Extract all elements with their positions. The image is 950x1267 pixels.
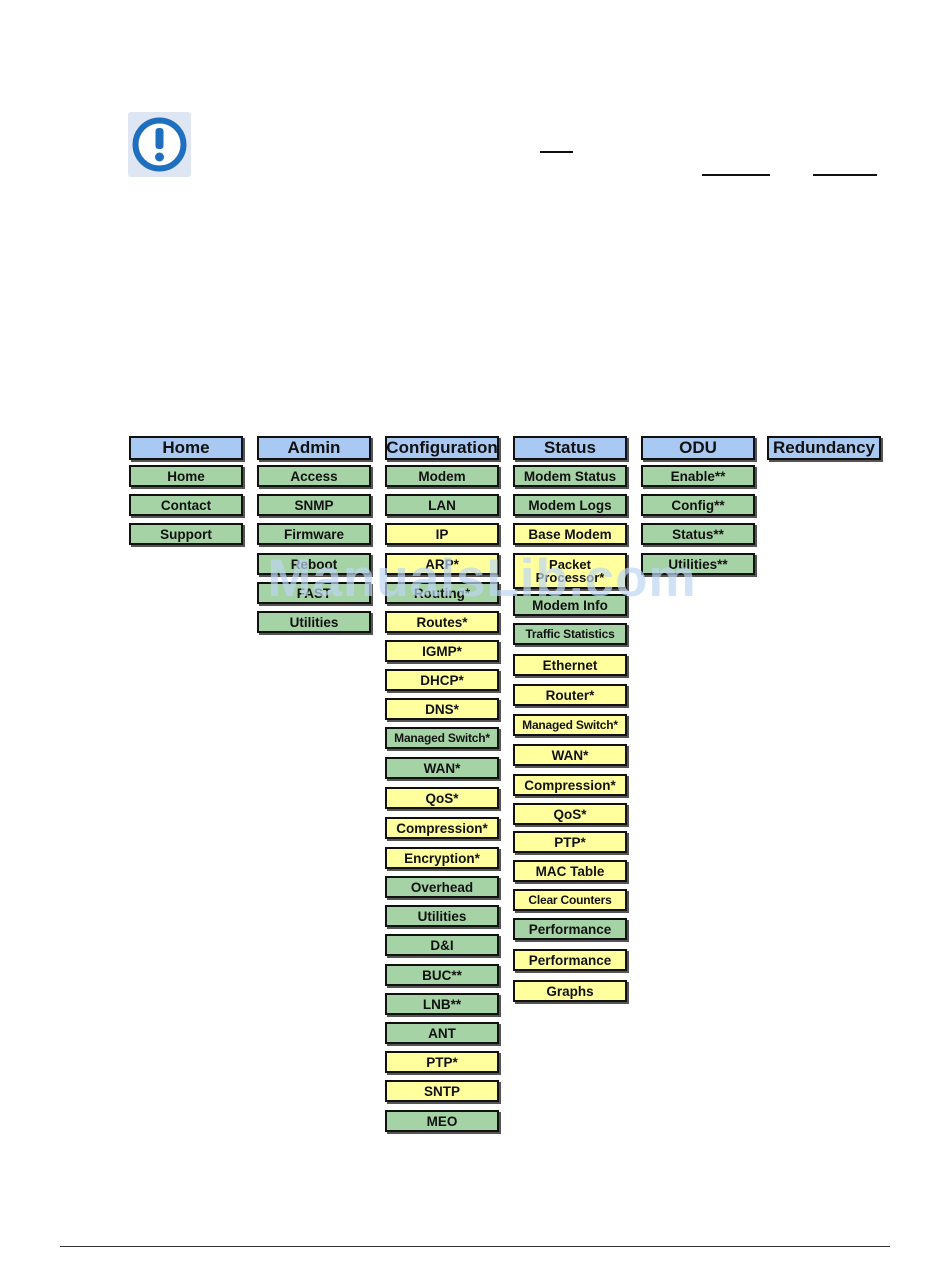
menu-item-status-wan[interactable]: WAN* <box>513 744 627 766</box>
menu-item-configuration-lan[interactable]: LAN <box>385 494 499 516</box>
menu-item-status-clear-counters[interactable]: Clear Counters <box>513 889 627 911</box>
menu-item-odu-status[interactable]: Status** <box>641 523 755 545</box>
menu-item-configuration-routing[interactable]: Routing* <box>385 582 499 604</box>
menu-item-status-ptp[interactable]: PTP* <box>513 831 627 853</box>
menu-item-configuration-modem[interactable]: Modem <box>385 465 499 487</box>
menu-item-configuration-dns[interactable]: DNS* <box>385 698 499 720</box>
menu-item-home-home[interactable]: Home <box>129 465 243 487</box>
menu-header-redundancy[interactable]: Redundancy <box>767 436 881 460</box>
menu-item-admin-fast[interactable]: FAST <box>257 582 371 604</box>
menu-item-configuration-managed-switch[interactable]: Managed Switch* <box>385 727 499 749</box>
menu-item-configuration-compression[interactable]: Compression* <box>385 817 499 839</box>
menu-item-odu-config[interactable]: Config** <box>641 494 755 516</box>
menu-item-configuration-routes[interactable]: Routes* <box>385 611 499 633</box>
menu-item-status-modem-status[interactable]: Modem Status <box>513 465 627 487</box>
menu-item-configuration-arp[interactable]: ARP* <box>385 553 499 575</box>
menu-item-odu-utilities[interactable]: Utilities** <box>641 553 755 575</box>
menu-item-admin-firmware[interactable]: Firmware <box>257 523 371 545</box>
menu-item-admin-reboot[interactable]: Reboot <box>257 553 371 575</box>
menu-item-configuration-ptp[interactable]: PTP* <box>385 1051 499 1073</box>
menu-header-status[interactable]: Status <box>513 436 627 460</box>
menu-item-configuration-sntp[interactable]: SNTP <box>385 1080 499 1102</box>
menu-item-label: Packet <box>549 557 591 572</box>
exclamation-circle-icon <box>128 112 191 177</box>
menu-item-status-mac-table[interactable]: MAC Table <box>513 860 627 882</box>
menu-item-label-line2: Processor* <box>535 570 605 585</box>
underline-mark <box>813 174 877 176</box>
menu-item-status-managed-switch[interactable]: Managed Switch* <box>513 714 627 736</box>
menu-header-home[interactable]: Home <box>129 436 243 460</box>
underline-mark <box>702 174 770 176</box>
menu-header-configuration[interactable]: Configuration <box>385 436 499 460</box>
menu-item-configuration-d-i[interactable]: D&I <box>385 934 499 956</box>
menu-item-odu-enable[interactable]: Enable** <box>641 465 755 487</box>
menu-item-status-traffic-statistics[interactable]: Traffic Statistics <box>513 623 627 645</box>
menu-item-status-modem-info[interactable]: Modem Info <box>513 594 627 616</box>
menu-item-status-compression[interactable]: Compression* <box>513 774 627 796</box>
menu-item-home-contact[interactable]: Contact <box>129 494 243 516</box>
menu-item-status-router[interactable]: Router* <box>513 684 627 706</box>
menu-item-configuration-ip[interactable]: IP <box>385 523 499 545</box>
menu-item-admin-utilities[interactable]: Utilities <box>257 611 371 633</box>
menu-item-configuration-lnb[interactable]: LNB** <box>385 993 499 1015</box>
menu-item-configuration-buc[interactable]: BUC** <box>385 964 499 986</box>
menu-item-status-graphs[interactable]: Graphs <box>513 980 627 1002</box>
menu-item-configuration-qos[interactable]: QoS* <box>385 787 499 809</box>
menu-item-admin-snmp[interactable]: SNMP <box>257 494 371 516</box>
menu-item-configuration-utilities[interactable]: Utilities <box>385 905 499 927</box>
menu-header-admin[interactable]: Admin <box>257 436 371 460</box>
menu-item-status-qos[interactable]: QoS* <box>513 803 627 825</box>
menu-item-status-performance[interactable]: Performance <box>513 918 627 940</box>
menu-item-configuration-wan[interactable]: WAN* <box>385 757 499 779</box>
menu-item-home-support[interactable]: Support <box>129 523 243 545</box>
menu-item-configuration-overhead[interactable]: Overhead <box>385 876 499 898</box>
footer-rule <box>60 1246 890 1247</box>
menu-item-configuration-encryption[interactable]: Encryption* <box>385 847 499 869</box>
menu-item-configuration-meo[interactable]: MEO <box>385 1110 499 1132</box>
menu-item-status-base-modem[interactable]: Base Modem <box>513 523 627 545</box>
menu-item-configuration-ant[interactable]: ANT <box>385 1022 499 1044</box>
underline-mark <box>540 151 573 153</box>
menu-item-configuration-igmp[interactable]: IGMP* <box>385 640 499 662</box>
menu-item-status-ethernet[interactable]: Ethernet <box>513 654 627 676</box>
menu-item-status-modem-logs[interactable]: Modem Logs <box>513 494 627 516</box>
menu-item-configuration-dhcp[interactable]: DHCP* <box>385 669 499 691</box>
menu-item-admin-access[interactable]: Access <box>257 465 371 487</box>
menu-item-status-performance[interactable]: Performance <box>513 949 627 971</box>
menu-header-odu[interactable]: ODU <box>641 436 755 460</box>
